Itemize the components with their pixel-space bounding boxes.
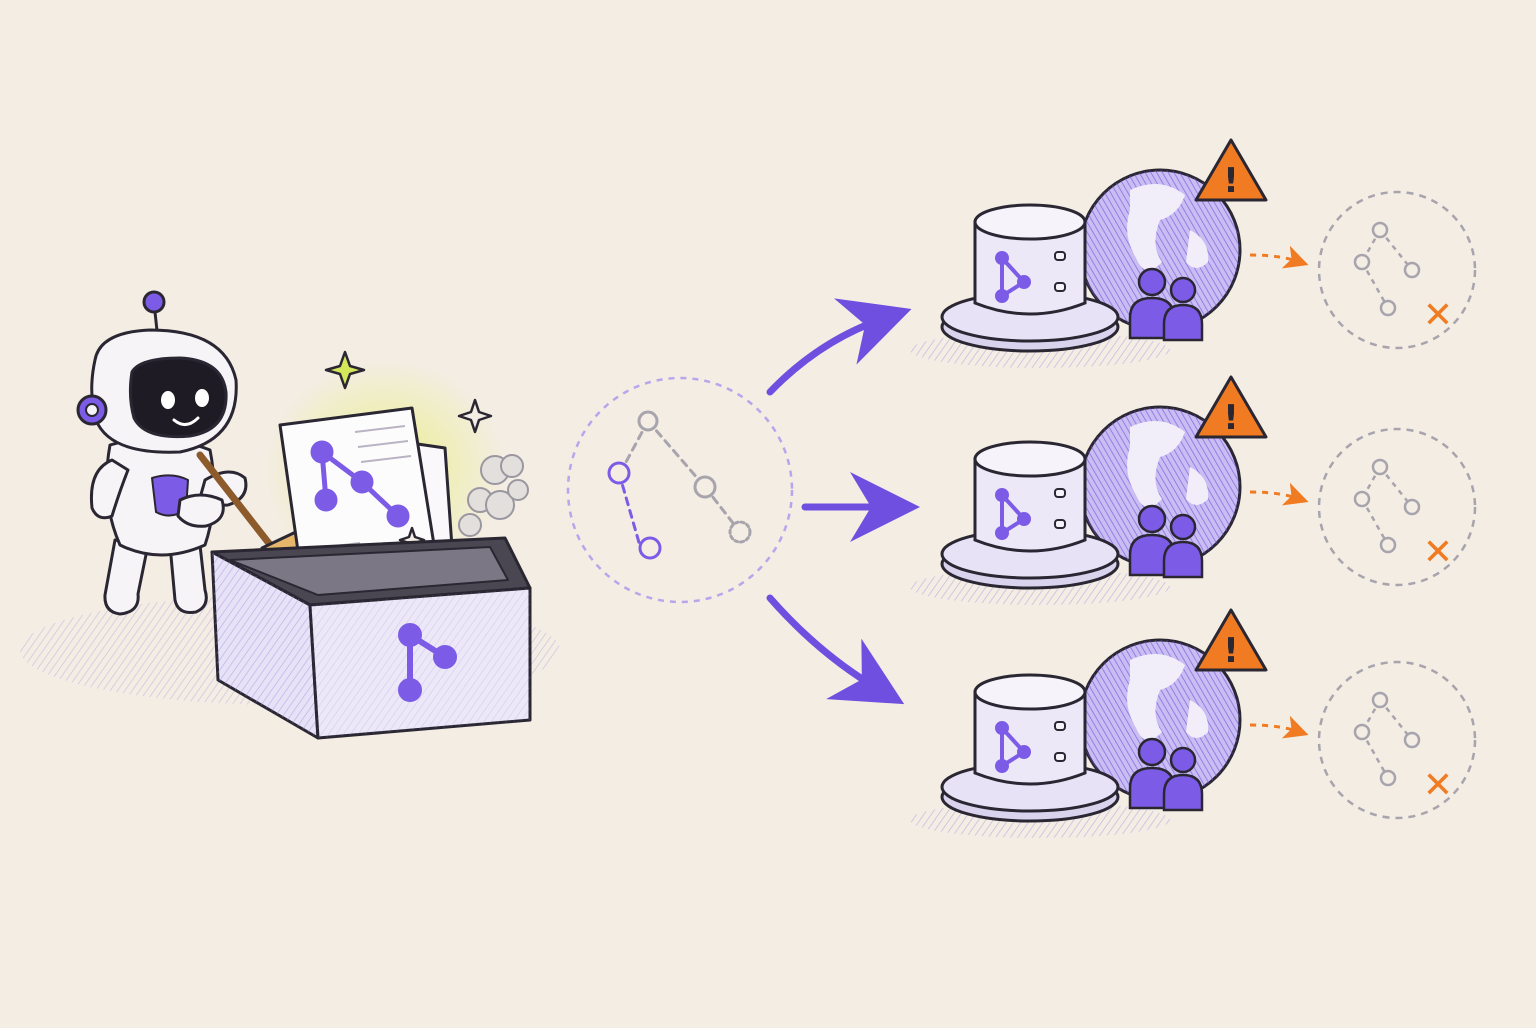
x-mark-icon: ✕ <box>1423 765 1453 806</box>
git-branch-icon <box>995 721 1031 773</box>
dashed-arrow <box>1249 482 1309 506</box>
warning-symbol: ! <box>1223 398 1239 438</box>
git-branch-icon <box>995 488 1031 540</box>
git-branch-icon <box>995 251 1031 303</box>
x-mark-icon: ✕ <box>1423 532 1453 573</box>
arrow-top <box>766 298 912 396</box>
database-icon <box>940 203 1120 353</box>
arrow-bottom <box>766 594 905 705</box>
target-row: !✕ <box>910 375 1477 605</box>
git-branch-icon <box>398 623 457 702</box>
arrows <box>766 298 920 705</box>
database-icon <box>940 440 1120 590</box>
warning-icon: ! <box>1194 138 1268 202</box>
target-row: !✕ <box>910 138 1477 368</box>
dust-cloud <box>458 454 529 537</box>
broken-history-icon: ✕ <box>1317 427 1477 587</box>
dashed-arrow <box>1249 245 1309 269</box>
broken-history-icon: ✕ <box>1317 190 1477 350</box>
globe-icon <box>1078 405 1242 569</box>
sparkle-icon <box>324 350 493 554</box>
database-icon <box>940 673 1120 823</box>
warning-symbol: ! <box>1223 631 1239 671</box>
dashed-commit-graph-icon <box>607 410 752 560</box>
removed-history <box>566 376 794 604</box>
targets: !✕!✕!✕ <box>910 138 1477 838</box>
users-icon <box>1128 267 1204 342</box>
globe-icon <box>1078 168 1242 332</box>
bin <box>210 536 532 740</box>
warning-icon: ! <box>1194 608 1268 672</box>
warning-icon: ! <box>1194 375 1268 439</box>
users-icon <box>1128 737 1204 812</box>
warning-symbol: ! <box>1223 161 1239 201</box>
broken-history-icon: ✕ <box>1317 660 1477 820</box>
target-row: !✕ <box>910 608 1477 838</box>
x-mark-icon: ✕ <box>1423 295 1453 336</box>
dashed-arrow <box>1249 715 1309 739</box>
robot-sweeping-icon <box>76 290 350 616</box>
users-icon <box>1128 504 1204 579</box>
git-branch-icon <box>310 440 410 528</box>
globe-icon <box>1078 638 1242 802</box>
